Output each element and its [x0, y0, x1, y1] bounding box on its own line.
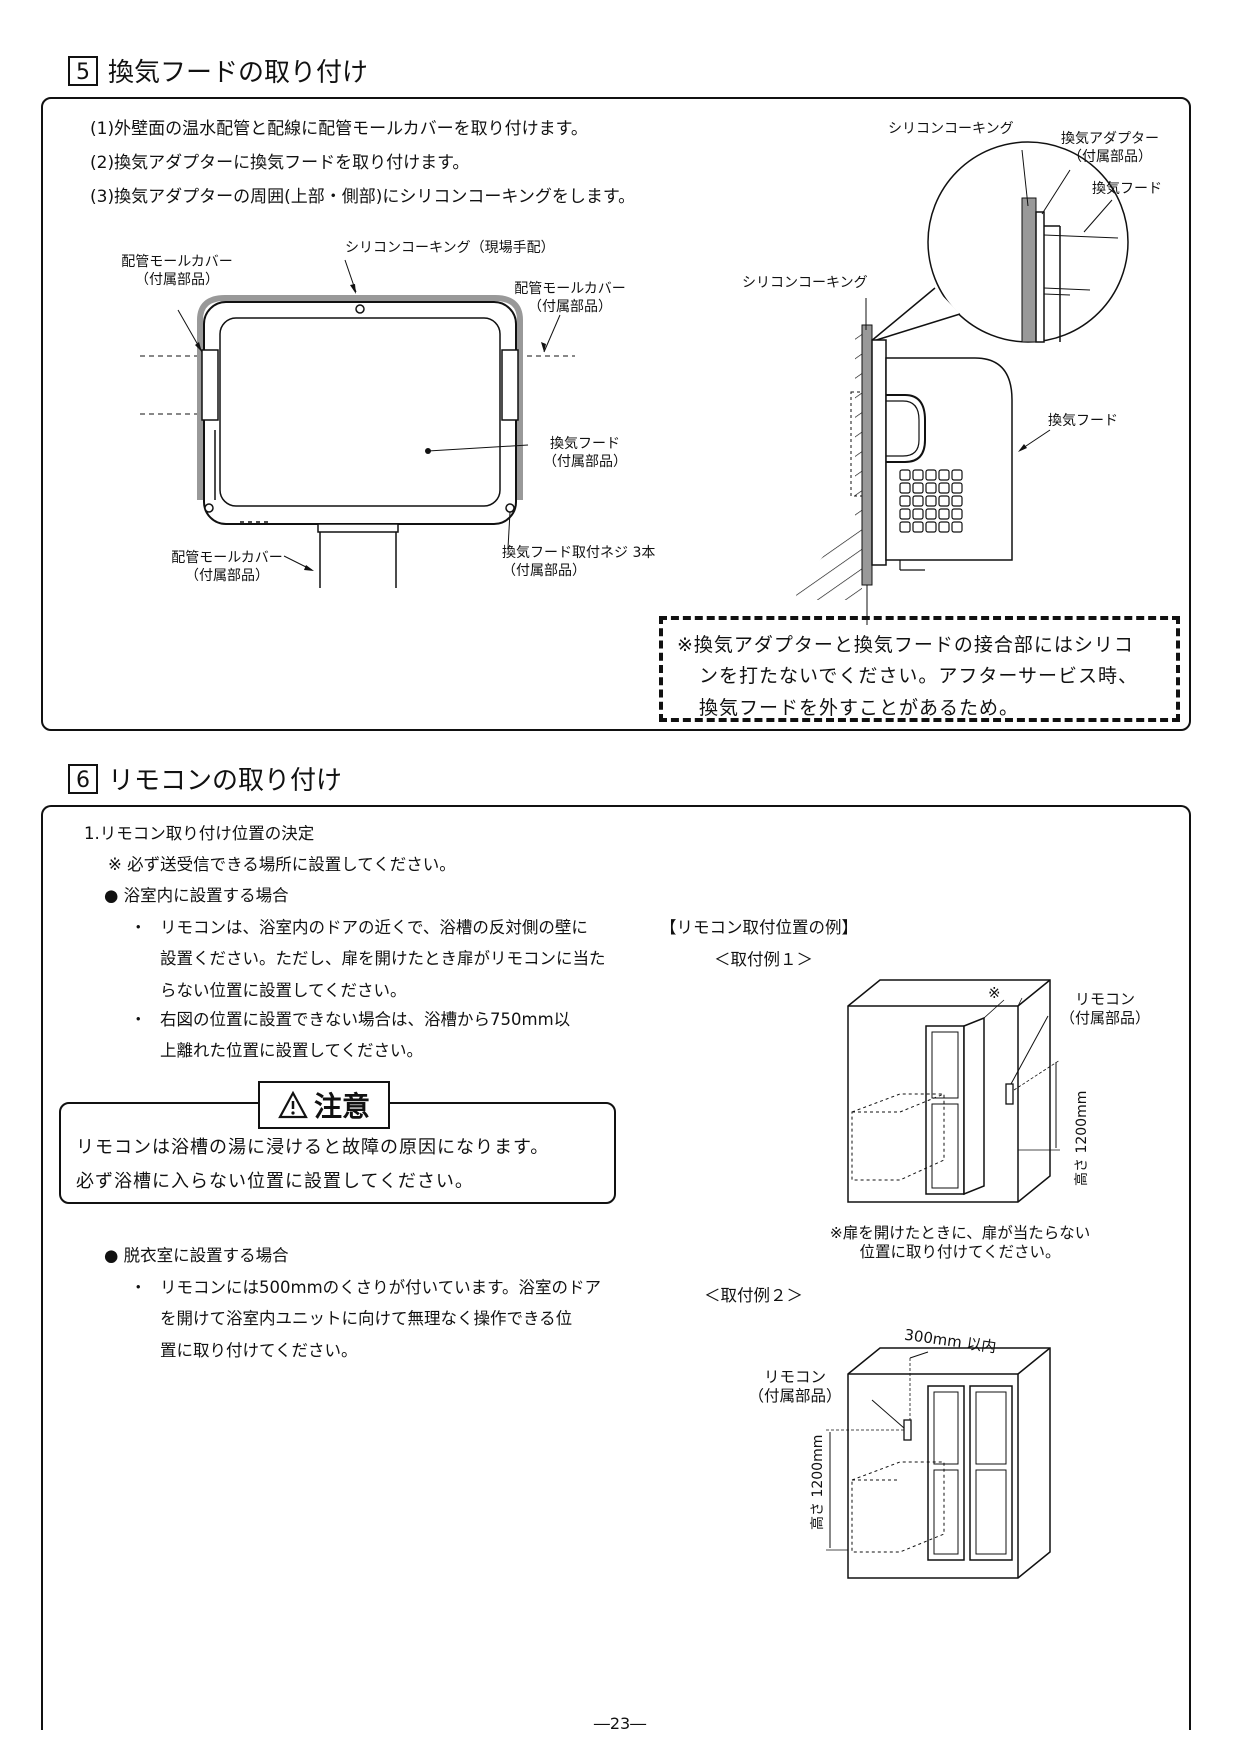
warning-note-line-3: 換気フードを外すことがあるため。	[699, 696, 1020, 719]
label-hood-front: 換気フード （付属部品）	[520, 436, 650, 471]
label-hood-side: 換気フード	[1048, 413, 1118, 429]
example2-title: ＜取付例２＞	[704, 1286, 803, 1305]
example2-remote-1: リモコン	[763, 1368, 826, 1386]
example1-remote-label: リモコン （付属部品）	[1050, 990, 1160, 1028]
grille-grid	[899, 469, 963, 533]
label-cover-bottom: 配管モールカバー （付属部品）	[162, 550, 292, 585]
label-cover-right: 配管モールカバー （付属部品）	[495, 281, 645, 316]
warning-note-line-2: ンを打たないでください。アフターサービス時、	[699, 665, 1139, 688]
bathroom-item-1-line-1: リモコンは、浴室内のドアの近くで、浴槽の反対側の壁に	[160, 918, 588, 937]
label-cover-left-2: （付属部品）	[135, 271, 219, 288]
caution-line-1: リモコンは浴槽の湯に浸けると故障の原因になります。	[76, 1137, 550, 1158]
warning-triangle-icon	[278, 1090, 308, 1119]
section5-number: 5	[68, 55, 98, 86]
section5-step-3: (3)換気アダプターの周囲(上部・側部)にシリコンコーキングをします。	[90, 187, 636, 207]
section6-note: ※ 必ず送受信できる場所に設置してください。	[108, 855, 456, 874]
dressing-title: ● 脱衣室に設置する場合	[104, 1246, 289, 1265]
example1-mark: ※	[988, 984, 1001, 1002]
bathroom-item-2-line-1: 右図の位置に設置できない場合は、浴槽から750mm以	[160, 1010, 571, 1029]
example1-bathroom-diagram	[847, 979, 1061, 1203]
bathroom-item-2: ・右図の位置に設置できない場合は、浴槽から750mm以 上離れた位置に設置してく…	[130, 1004, 660, 1067]
caution-line-2: 必ず浴槽に入らない位置に設置してください。	[76, 1171, 474, 1193]
label-adapter-2: （付属部品）	[1068, 148, 1152, 165]
label-cover-bottom-2: （付属部品）	[185, 567, 269, 584]
example2-dressing-diagram	[826, 1347, 1051, 1579]
dressing-line-1: リモコンには500mmのくさりが付いています。浴室のドア	[160, 1278, 601, 1297]
label-caulking-detail: シリコンコーキング	[888, 121, 1014, 137]
label-caulking-top: シリコンコーキング（現場手配）	[345, 240, 555, 256]
section5-title: 5 換気フードの取り付け	[68, 52, 368, 89]
label-hood-detail: 換気フード	[1092, 181, 1162, 197]
example1-remote-2: （付属部品）	[1059, 1008, 1150, 1027]
bathroom-title: ● 浴室内に設置する場合	[104, 886, 289, 905]
bullet: ・	[130, 1010, 147, 1029]
bathroom-item-1-line-2: 設置ください。ただし、扉を開けたとき扉がリモコンに当た	[160, 949, 606, 969]
section6-number: 6	[68, 763, 98, 794]
example1-note-2: 位置に取り付けてください。	[859, 1243, 1061, 1262]
page-number: ―23―	[593, 1714, 647, 1733]
label-cover-left-1: 配管モールカバー	[121, 254, 233, 270]
caution-title: 注意	[258, 1081, 391, 1129]
example2-height: 高さ 1200mm	[810, 1434, 826, 1530]
label-screws-2: （付属部品）	[502, 562, 586, 579]
section5-step-1: (1)外壁面の温水配管と配線に配管モールカバーを取り付けます。	[90, 119, 588, 139]
dressing-line-2: を開けて浴室内ユニットに向けて無理なく操作できる位	[160, 1309, 573, 1329]
caulking-warning-note: ※換気アダプターと換気フードの接合部にはシリコ ンを打たないでください。アフター…	[659, 616, 1180, 722]
hood-side-view-diagram	[795, 141, 1129, 625]
caution-text: リモコンは浴槽の湯に浸けると故障の原因になります。 必ず浴槽に入らない位置に設置…	[76, 1131, 549, 1199]
example2-remote-label: リモコン （付属部品）	[740, 1368, 850, 1407]
bathroom-item-1-line-3: らない位置に設置してください。	[160, 980, 407, 1000]
dressing-line-3: 置に取り付けてください。	[160, 1340, 358, 1360]
bullet: ・	[130, 918, 147, 937]
label-screws: 換気フード取付ネジ 3本 （付属部品）	[502, 545, 655, 580]
label-adapter: 換気アダプター （付属部品）	[1040, 131, 1180, 166]
label-screws-1: 換気フード取付ネジ 3本	[502, 545, 656, 561]
example-heading: 【リモコン取付位置の例】	[660, 918, 858, 937]
label-cover-right-1: 配管モールカバー	[514, 281, 626, 297]
bathroom-item-1: ・リモコンは、浴室内のドアの近くで、浴槽の反対側の壁に 設置ください。ただし、扉…	[130, 912, 660, 1006]
example2-remote-2: （付属部品）	[748, 1387, 842, 1406]
section5-box	[41, 97, 1191, 731]
section6-box	[41, 805, 1191, 1730]
dressing-item: ・リモコンには500mmのくさりが付いています。浴室のドア を開けて浴室内ユニッ…	[130, 1272, 660, 1366]
caution-title-text: 注意	[314, 1090, 371, 1123]
hood-front-view-diagram	[140, 259, 575, 588]
label-cover-left: 配管モールカバー （付属部品）	[102, 254, 252, 289]
example1-remote-1: リモコン	[1074, 990, 1135, 1008]
bathroom-item-2-line-2: 上離れた位置に設置してください。	[160, 1041, 424, 1061]
example1-title: ＜取付例１＞	[714, 950, 813, 969]
warning-note-line-1: ※換気アダプターと換気フードの接合部にはシリコ	[677, 634, 1134, 656]
section6-title-text: リモコンの取り付け	[108, 766, 343, 796]
label-hood-front-1: 換気フード	[550, 436, 620, 452]
section6-title: 6 リモコンの取り付け	[68, 760, 342, 797]
section5-step-2: (2)換気アダプターに換気フードを取り付けます。	[90, 153, 470, 173]
label-adapter-1: 換気アダプター	[1061, 131, 1159, 147]
label-cover-bottom-1: 配管モールカバー	[171, 550, 283, 566]
label-caulking-side: シリコンコーキング	[742, 275, 868, 291]
bullet: ・	[130, 1278, 147, 1297]
label-cover-right-2: （付属部品）	[528, 298, 612, 315]
label-hood-front-2: （付属部品）	[543, 453, 627, 470]
section5-title-text: 換気フードの取り付け	[108, 58, 369, 88]
section6-heading: 1.リモコン取り付け位置の決定	[84, 824, 315, 843]
example1-note-1: ※扉を開けたときに、扉が当たらない	[829, 1224, 1091, 1242]
example1-note: ※扉を開けたときに、扉が当たらない 位置に取り付けてください。	[770, 1224, 1150, 1263]
